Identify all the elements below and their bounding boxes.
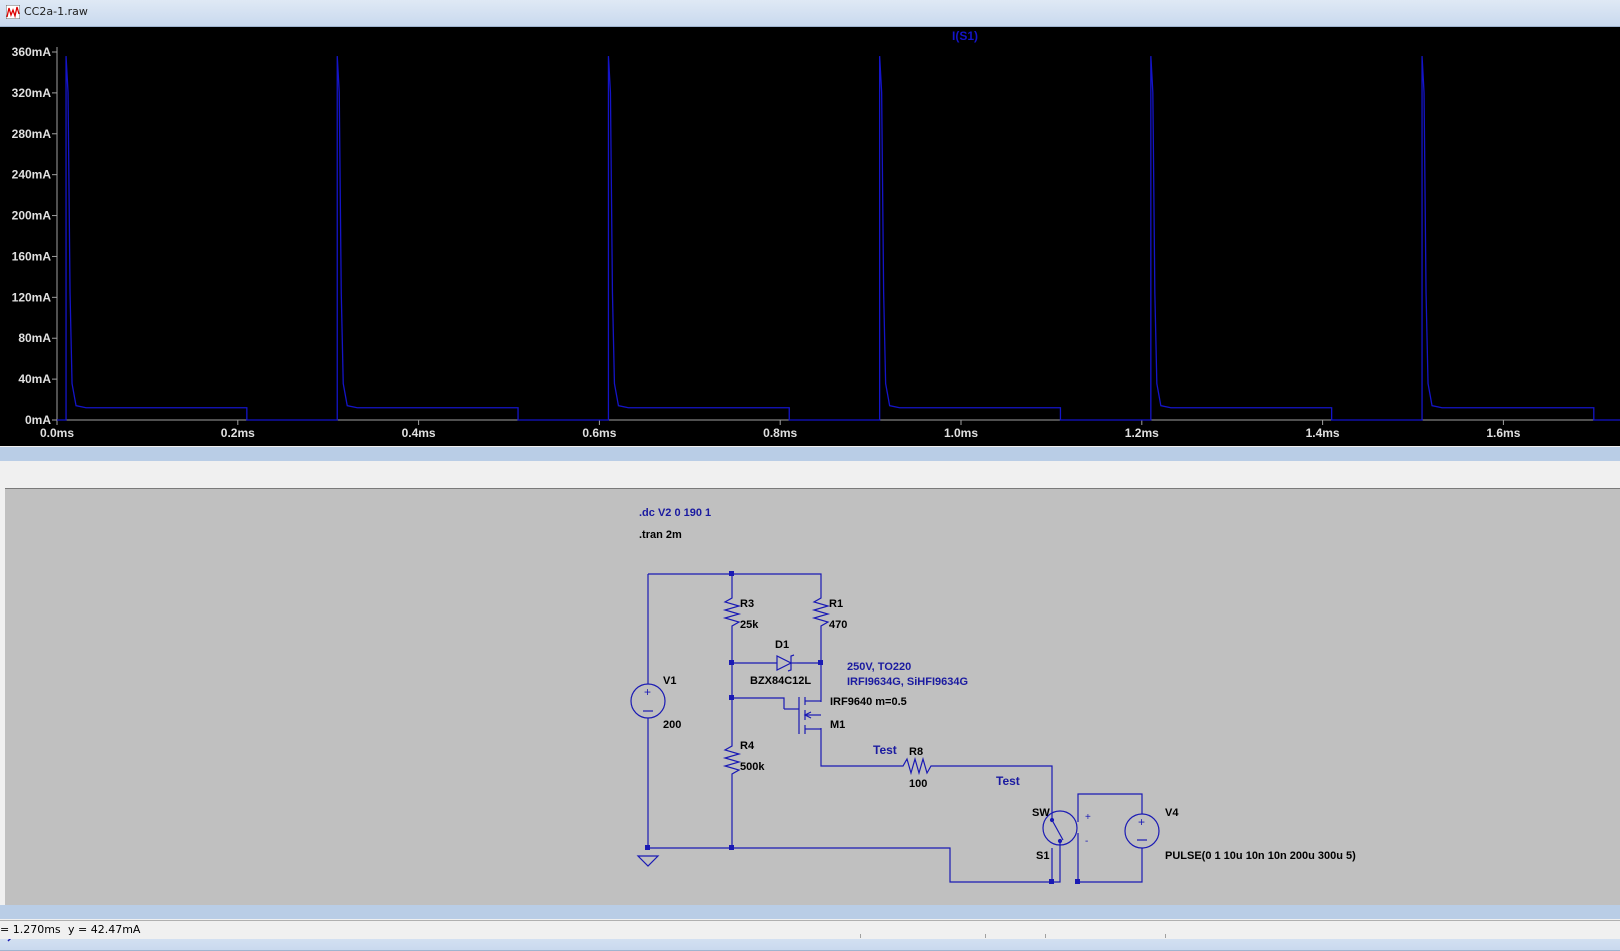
schematic-canvas[interactable]	[5, 488, 1620, 905]
r8-resistor[interactable]	[896, 756, 935, 776]
svg-text:+: +	[644, 685, 651, 699]
d1-value: BZX84C12L	[750, 675, 811, 687]
dc-directive[interactable]: .dc V2 0 190 1	[639, 507, 711, 519]
plot-area[interactable]	[0, 27, 1620, 446]
r4-name: R4	[740, 740, 755, 752]
m1-note-parts: IRFI9634G, SiHFI9634G	[847, 676, 968, 688]
x-tick-label: 1.0ms	[944, 426, 978, 440]
r3-resistor[interactable]	[722, 590, 742, 636]
x-tick-label: 1.4ms	[1306, 426, 1340, 440]
y-tick-label: 80mA	[18, 331, 51, 345]
x-tick-label: 1.2ms	[1125, 426, 1159, 440]
junctions	[645, 571, 1080, 884]
trace-label: I(S1)	[952, 29, 978, 43]
x-tick-label: 0.0ms	[40, 426, 74, 440]
y-tick-label: 40mA	[18, 372, 51, 386]
x-tick-label: 1.6ms	[1486, 426, 1520, 440]
m1-mosfet[interactable]	[784, 697, 821, 734]
v1-name: V1	[663, 675, 676, 687]
d1-zener-diode[interactable]	[776, 654, 797, 672]
y-tick-label: 160mA	[12, 249, 52, 263]
m1-name: M1	[830, 719, 845, 731]
status-cell	[1045, 934, 1046, 938]
plot-window-title: CC2a-1.raw	[24, 5, 88, 18]
cursor-y-readout: y = 42.47mA	[68, 923, 141, 936]
plot-titlebar[interactable]: CC2a-1.raw	[0, 0, 1620, 27]
m1-value: IRF9640 m=0.5	[830, 696, 907, 708]
x-tick-label: 0.6ms	[582, 426, 616, 440]
y-tick-label: 200mA	[12, 209, 52, 223]
schematic-scroll-strip[interactable]	[0, 905, 1620, 919]
svg-text:+: +	[1138, 815, 1145, 829]
status-cell	[860, 934, 861, 938]
s1-name: S1	[1036, 850, 1049, 862]
cursor-x-readout: = 1.270ms	[0, 923, 61, 936]
status-cell	[1165, 934, 1166, 938]
wires	[647, 573, 1143, 883]
y-tick-label: 240mA	[12, 168, 52, 182]
v4-value: PULSE(0 1 10u 10n 10n 200u 300u 5)	[1165, 850, 1356, 862]
s1-voltage-switch[interactable]	[1042, 806, 1079, 872]
s1-minus-icon: -	[1085, 836, 1088, 847]
waveform-plot[interactable]: 0mA 40mA 80mA 120mA 160mA 200mA 240mA 280mA 320m…	[0, 27, 1620, 446]
window-divider	[0, 447, 1620, 461]
waveform-icon	[6, 5, 20, 19]
r4-resistor[interactable]	[722, 738, 742, 782]
s1-model: SW	[1032, 807, 1050, 819]
x-tick-label: 0.2ms	[221, 426, 255, 440]
y-tick-label: 320mA	[12, 86, 52, 100]
x-tick-label: 0.4ms	[402, 426, 436, 440]
v1-value: 200	[663, 719, 681, 731]
net-label-test-2[interactable]: Test	[996, 774, 1020, 788]
v4-source[interactable]: +	[1124, 813, 1160, 849]
r1-resistor[interactable]	[811, 590, 831, 636]
y-tick-label: 0mA	[25, 413, 51, 427]
ground-icon	[636, 855, 660, 867]
y-tick-label: 360mA	[12, 45, 52, 59]
tran-directive[interactable]: .tran 2m	[639, 529, 682, 541]
status-cell	[985, 934, 986, 938]
m1-note-voltage: 250V, TO220	[847, 661, 911, 673]
net-label-test-1[interactable]: Test	[873, 743, 897, 757]
y-tick-label: 280mA	[12, 127, 52, 141]
s1-plus-icon: +	[1085, 812, 1091, 823]
r3-value: 25k	[740, 619, 759, 631]
x-tick-label: 0.8ms	[763, 426, 797, 440]
status-bar: = 1.270ms y = 42.47mA	[0, 920, 1620, 939]
y-tick-label: 120mA	[12, 290, 52, 304]
r4-value: 500k	[740, 761, 765, 773]
series-i-s1	[57, 56, 1620, 421]
d1-name: D1	[775, 639, 789, 651]
schematic-drawing[interactable]: .dc V2 0 190 1 .tran 2m	[5, 488, 1620, 904]
v1-source[interactable]: +	[630, 683, 666, 719]
r3-name: R3	[740, 598, 754, 610]
r8-value: 100	[909, 778, 927, 790]
r8-name: R8	[909, 746, 923, 758]
v4-name: V4	[1165, 807, 1179, 819]
r1-name: R1	[829, 598, 843, 610]
r1-value: 470	[829, 619, 847, 631]
